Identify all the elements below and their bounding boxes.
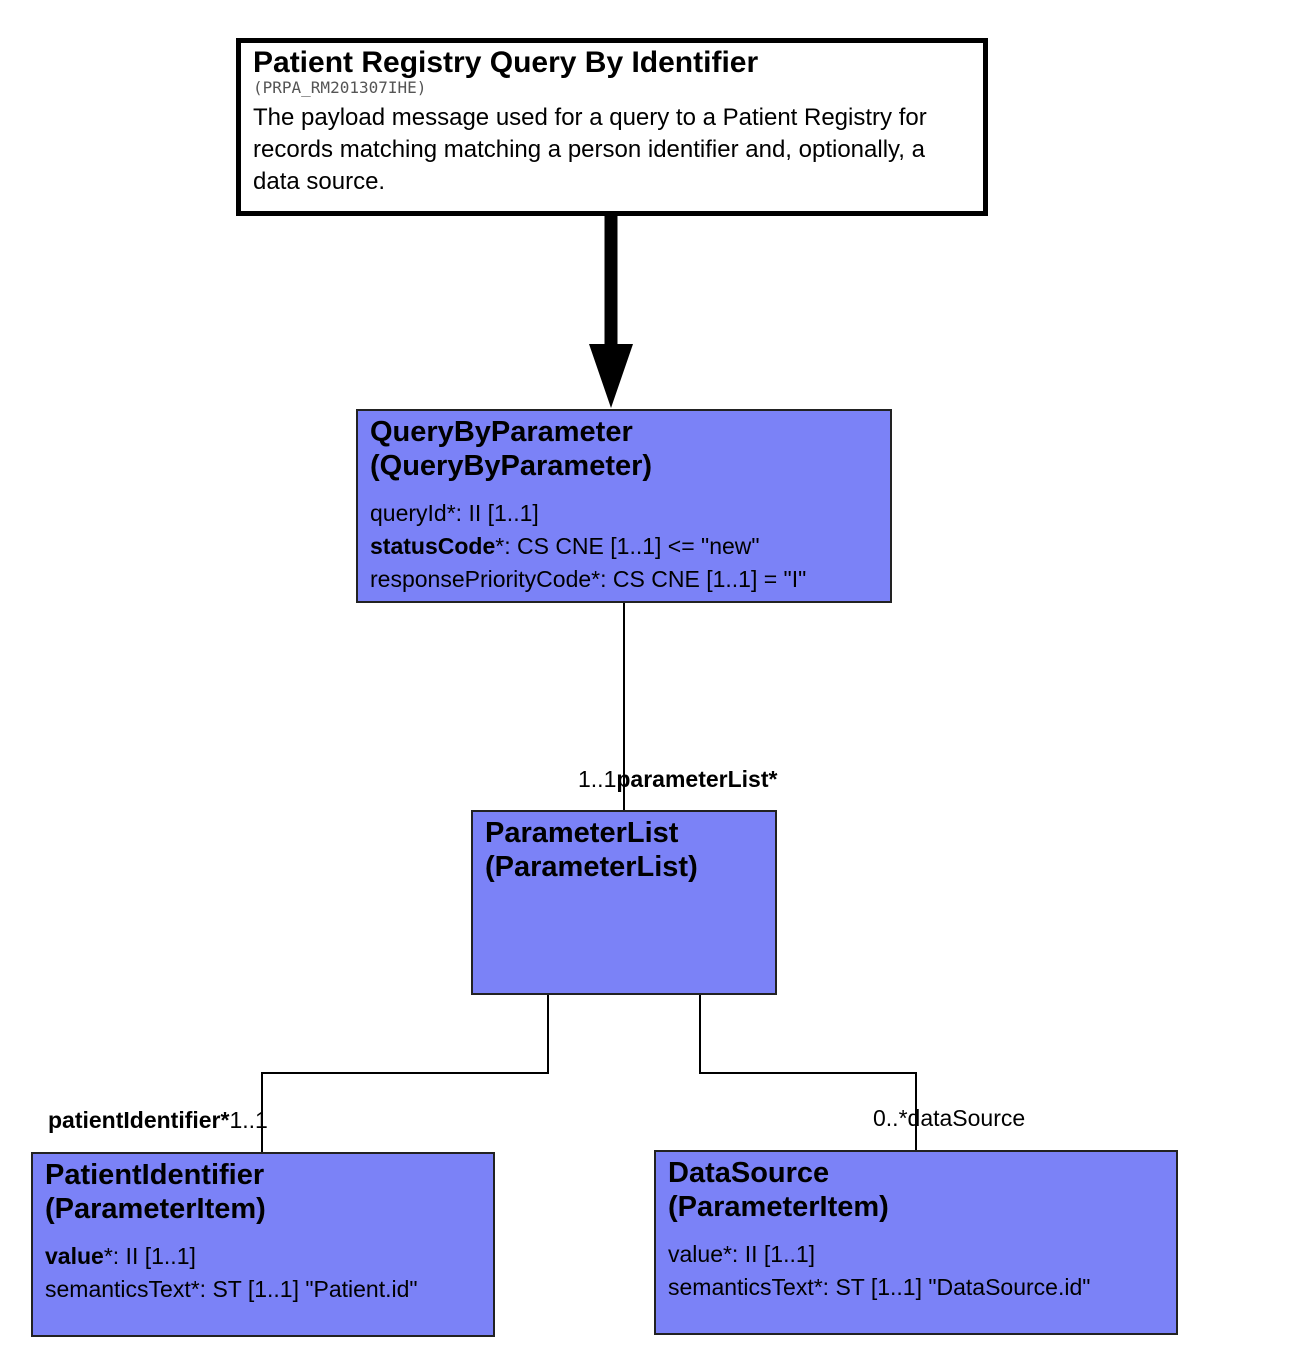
class-type: (ParameterItem) (45, 1193, 266, 1225)
attribute-semantics-text: semanticsText*: ST [1..1] "DataSource.id… (668, 1274, 1091, 1300)
diagram-description: The payload message used for a query to … (253, 104, 927, 195)
attribute-list: queryId*: II [1..1] statusCode*: CS CNE … (370, 497, 878, 596)
class-query-by-parameter: QueryByParameter (QueryByParameter) quer… (356, 409, 892, 603)
multiplicity-label: 1..1 (229, 1107, 268, 1133)
parameter-list-association-label: 1..1parameterList* (578, 765, 777, 793)
attribute-response-priority-code: responsePriorityCode*: CS CNE [1..1] = "… (370, 566, 807, 592)
data-source-association-line (699, 994, 917, 1150)
class-name: DataSource (668, 1157, 830, 1189)
data-source-association-label: 0..*dataSource (873, 1104, 1025, 1132)
diagram-identifier: (PRPA_RM201307IHE) (253, 78, 427, 97)
class-type: (ParameterItem) (668, 1191, 889, 1223)
class-data-source: DataSource (ParameterItem) value*: II [1… (654, 1150, 1178, 1335)
attribute-list: value*: II [1..1] semanticsText*: ST [1.… (45, 1240, 481, 1306)
class-parameter-list: ParameterList (ParameterList) (471, 810, 777, 995)
class-type: (ParameterList) (485, 851, 698, 883)
attribute-query-id: queryId*: II [1..1] (370, 500, 539, 526)
class-name: PatientIdentifier (45, 1159, 265, 1191)
patient-identifier-association-label: patientIdentifier*1..1 (48, 1106, 268, 1134)
patient-identifier-association-line (261, 994, 549, 1152)
class-name: ParameterList (485, 817, 679, 849)
multiplicity-label: 1..1 (578, 766, 617, 792)
attribute-list: value*: II [1..1] semanticsText*: ST [1.… (668, 1238, 1164, 1304)
role-label: parameterList* (616, 766, 778, 792)
class-type: (QueryByParameter) (370, 450, 653, 482)
attribute-status-code: statusCode*: CS CNE [1..1] <= "new" (370, 533, 760, 559)
entry-point-box: Patient Registry Query By Identifier (PR… (236, 38, 988, 216)
multiplicity-label: 0..* (873, 1105, 908, 1131)
class-patient-identifier: PatientIdentifier (ParameterItem) value*… (31, 1152, 495, 1337)
attribute-value: value*: II [1..1] (668, 1241, 816, 1267)
attribute-value: value*: II [1..1] (45, 1243, 196, 1269)
role-label: dataSource (907, 1105, 1026, 1131)
diagram-title: Patient Registry Query By Identifier (253, 46, 759, 79)
class-name: QueryByParameter (370, 416, 633, 448)
role-label: patientIdentifier* (48, 1107, 230, 1133)
header-arrow-head (589, 344, 633, 408)
attribute-semantics-text: semanticsText*: ST [1..1] "Patient.id" (45, 1276, 418, 1302)
